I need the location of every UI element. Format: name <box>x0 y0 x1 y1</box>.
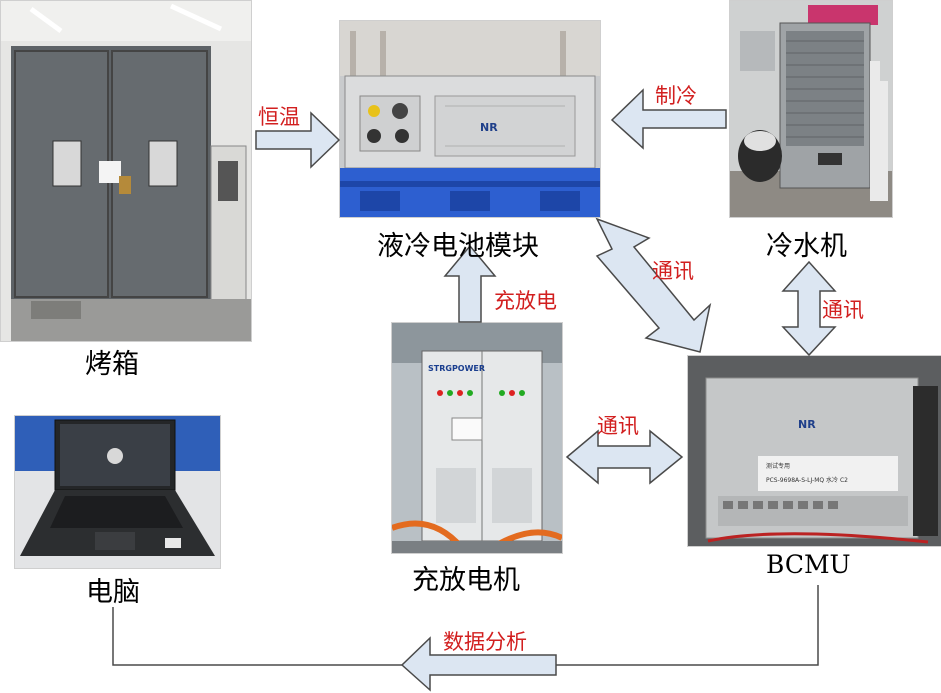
arrow-comm-chiller-bcmu <box>781 260 837 357</box>
bcmu-tag: 测试专用 <box>766 462 790 470</box>
arrow-comm-battery-bcmu <box>595 217 712 353</box>
data-line <box>430 585 819 666</box>
oven-photo <box>0 0 252 342</box>
charger-photo: STRGPOWER <box>391 322 563 554</box>
label-comm-battery-bcmu: 通讯 <box>652 259 694 283</box>
label-charger: 充放电机 <box>412 565 520 596</box>
label-comm-charger-bcmu: 通讯 <box>597 414 639 438</box>
label-bcmu: BCMU <box>766 550 851 579</box>
arrow-cooling <box>610 88 727 150</box>
label-chiller: 冷水机 <box>766 231 847 262</box>
label-battery-module: 液冷电池模块 <box>377 231 539 262</box>
label-comm-chiller-bcmu: 通讯 <box>822 298 864 322</box>
bcmu-logo: NR <box>798 418 816 431</box>
bcmu-model: PCS-9698A-S-LJ-MQ 水冷 C2 <box>766 476 848 484</box>
label-data-analysis: 数据分析 <box>443 630 527 654</box>
data-line-computer <box>112 607 405 666</box>
battery-module-photo: NR <box>339 20 601 218</box>
label-oven: 烤箱 <box>85 349 139 380</box>
charger-brand: STRGPOWER <box>428 364 485 373</box>
label-charge: 充放电 <box>494 289 557 313</box>
bcmu-photo: NR 测试专用 PCS-9698A-S-LJ-MQ 水冷 C2 <box>687 355 941 547</box>
arrow-data-analysis <box>400 636 557 692</box>
label-computer: 电脑 <box>86 577 140 608</box>
arrow-comm-charger-bcmu <box>565 429 684 485</box>
computer-photo <box>14 415 221 569</box>
arrow-charge <box>443 244 497 323</box>
chiller-photo <box>729 0 893 218</box>
battery-logo: NR <box>480 121 498 134</box>
arrow-heat <box>255 111 341 169</box>
label-heat: 恒温 <box>258 105 300 129</box>
label-cooling: 制冷 <box>655 84 697 108</box>
